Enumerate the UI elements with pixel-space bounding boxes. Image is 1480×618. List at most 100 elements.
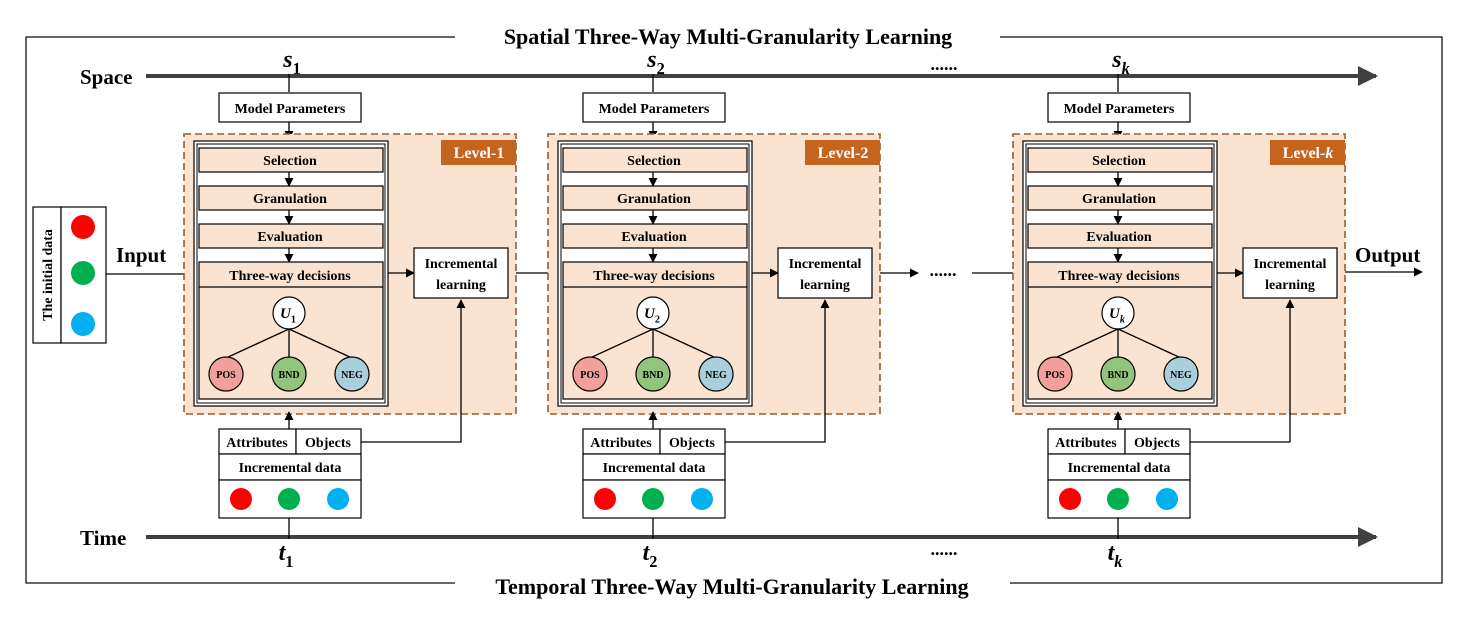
selection-box [562, 147, 748, 173]
t-label: t2 [643, 540, 658, 571]
time-label: Time [80, 526, 126, 550]
model-parameters-label: Model Parameters [1064, 102, 1175, 117]
initial-green-dot [71, 261, 95, 285]
pos-node-label: POS [1045, 370, 1065, 381]
evaluation-box [1027, 223, 1213, 249]
selection-box [1027, 147, 1213, 173]
bnd-node [271, 356, 307, 392]
objects-to-learning-arrow [361, 299, 466, 443]
evaluation-label: Evaluation [257, 230, 323, 245]
three-way-label: Three-way decisions [1058, 269, 1180, 284]
level-tag [805, 140, 880, 165]
three-way-label: Three-way decisions [229, 269, 351, 284]
evaluation-label: Evaluation [621, 230, 687, 245]
incremental-learning-label-1: Incremental [1254, 257, 1327, 272]
bnd-node [1100, 356, 1136, 392]
inc-red-dot [230, 488, 252, 510]
model-parameters-box [1047, 92, 1191, 123]
bnd-node-label: BND [278, 370, 299, 381]
title-top-mask [455, 22, 1000, 52]
t-label: tk [1108, 540, 1124, 571]
tree-edge [652, 328, 717, 359]
s-label: s2 [646, 47, 665, 78]
pos-node-label: POS [580, 370, 600, 381]
initial-blue-dot [71, 312, 95, 336]
process-panel-inner [1025, 143, 1215, 404]
objects-label: Objects [669, 436, 715, 451]
process-panel-inner [196, 143, 386, 404]
level-tag-label: Level-1 [454, 145, 505, 162]
attributes-label: Attributes [226, 436, 288, 451]
selection-label: Selection [627, 154, 681, 169]
level-tag-label: Level-k [1283, 145, 1334, 162]
inc-blue-dot [1156, 488, 1178, 510]
tree-edge [288, 328, 353, 359]
inc-blue-dot [327, 488, 349, 510]
incremental-learning-label-1: Incremental [789, 257, 862, 272]
universe-label: U2 [644, 306, 660, 326]
neg-node [698, 356, 734, 392]
objects-box [295, 428, 362, 455]
incremental-learning-box [413, 247, 509, 299]
title-bottom: Temporal Three-Way Multi-Granularity Lea… [495, 574, 968, 599]
objects-label: Objects [1134, 436, 1180, 451]
inc-green-dot [642, 488, 664, 510]
inc-blue-dot [691, 488, 713, 510]
space-label: Space [80, 65, 133, 89]
inc-green-dot [278, 488, 300, 510]
initial-data-box [32, 206, 62, 344]
neg-node-label: NEG [1170, 370, 1192, 381]
inc-red-dot [594, 488, 616, 510]
mid-ellipsis: ...... [930, 260, 957, 280]
title-top: Spatial Three-Way Multi-Granularity Lear… [504, 24, 952, 49]
incremental-data-label: Incremental data [603, 461, 706, 476]
neg-node [334, 356, 370, 392]
output-label: Output [1355, 243, 1420, 267]
incremental-learning-label-1: Incremental [425, 257, 498, 272]
initial-data-label: The initial data [41, 229, 56, 321]
granulation-label: Granulation [253, 192, 327, 207]
pos-node [208, 356, 244, 392]
model-parameters-box [218, 92, 362, 123]
objects-to-learning-arrow [725, 299, 830, 443]
attributes-label: Attributes [590, 436, 652, 451]
objects-label: Objects [305, 436, 351, 451]
evaluation-label: Evaluation [1086, 230, 1152, 245]
incremental-data-label: Incremental data [239, 461, 342, 476]
tree-edge [1054, 328, 1119, 359]
initial-data-panel: The initial data [32, 206, 107, 344]
incremental-learning-label-2: learning [800, 278, 850, 293]
model-parameters-label: Model Parameters [599, 102, 710, 117]
incremental-data-box [1047, 453, 1191, 481]
s-label: s1 [282, 47, 301, 78]
selection-box [198, 147, 384, 173]
granulation-box [198, 185, 384, 211]
neg-node-label: NEG [705, 370, 727, 381]
bnd-node-label: BND [1107, 370, 1128, 381]
granulation-label: Granulation [1082, 192, 1156, 207]
pos-node [1037, 356, 1073, 392]
incremental-learning-box [777, 247, 873, 299]
pos-node-label: POS [216, 370, 236, 381]
incremental-learning-label-2: learning [436, 278, 486, 293]
granulation-box [1027, 185, 1213, 211]
model-parameters-label: Model Parameters [235, 102, 346, 117]
tree-edge [225, 328, 290, 359]
bnd-node-label: BND [642, 370, 663, 381]
s-label: sk [1111, 47, 1130, 78]
input-label: Input [116, 243, 166, 267]
selection-label: Selection [1092, 154, 1146, 169]
attributes-label: Attributes [1055, 436, 1117, 451]
neg-node [1163, 356, 1199, 392]
process-panel-inner [560, 143, 750, 404]
level-tag [1270, 140, 1345, 165]
neg-node-label: NEG [341, 370, 363, 381]
incremental-data-box [582, 453, 726, 481]
tree-edge [1117, 328, 1182, 359]
inc-green-dot [1107, 488, 1129, 510]
